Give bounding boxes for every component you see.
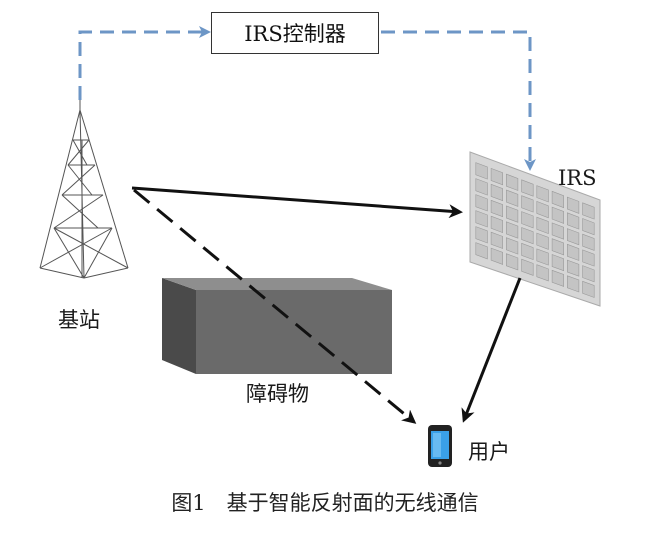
irs-element — [505, 253, 519, 271]
irs-element — [551, 206, 565, 224]
control-link-controller-to-irs — [381, 30, 536, 171]
irs-element — [566, 212, 580, 230]
irs-element — [536, 216, 549, 235]
irs-element — [566, 196, 580, 214]
irs-element — [536, 185, 549, 203]
irs-element — [551, 269, 565, 287]
irs-controller-box: IRS控制器 — [211, 12, 379, 54]
irs-element — [505, 173, 519, 191]
irs-element — [475, 210, 488, 228]
irs-element — [582, 218, 595, 236]
irs-controller-label: IRS控制器 — [244, 22, 346, 46]
irs-label: IRS — [558, 166, 597, 190]
obstacle-block — [162, 278, 392, 374]
irs-element — [521, 195, 534, 213]
phone-icon — [428, 425, 452, 467]
irs-element — [582, 265, 595, 283]
reflected-link-irs-to-user — [461, 277, 522, 423]
irs-element — [505, 221, 519, 239]
irs-element — [490, 199, 504, 218]
irs-element — [475, 242, 488, 260]
irs-element — [582, 249, 595, 267]
user-label: 用户 — [468, 440, 510, 464]
irs-element — [490, 231, 504, 249]
irs-element — [536, 232, 549, 250]
irs-element — [521, 258, 534, 276]
irs-element — [521, 242, 534, 261]
irs-element — [582, 280, 595, 298]
irs-element — [566, 243, 580, 261]
base-station-tower-icon — [39, 100, 129, 279]
irs-element — [521, 211, 534, 229]
direct-link-bs-to-irs — [131, 186, 463, 219]
irs-element — [536, 264, 549, 282]
irs-element — [505, 237, 519, 255]
irs-element — [551, 190, 565, 209]
irs-element — [490, 215, 504, 234]
irs-element — [551, 222, 565, 240]
irs-element — [475, 178, 488, 196]
irs-element — [566, 228, 580, 246]
blocked-link-bs-to-user — [133, 188, 417, 424]
irs-element — [566, 275, 580, 293]
irs-element — [521, 227, 534, 245]
irs-element — [475, 194, 488, 212]
irs-panel — [469, 151, 601, 307]
irs-element — [551, 238, 565, 256]
irs-element — [582, 233, 595, 251]
irs-element — [582, 202, 595, 220]
irs-element — [475, 162, 488, 180]
irs-element — [566, 259, 580, 277]
irs-element — [505, 205, 519, 223]
irs-element — [521, 179, 534, 197]
irs-element — [536, 200, 549, 219]
irs-element — [505, 189, 519, 207]
base-station-label: 基站 — [58, 308, 100, 332]
figure-caption: 图1 基于智能反射面的无线通信 — [171, 491, 479, 515]
control-link-bs-to-controller — [78, 26, 211, 100]
irs-element — [490, 183, 504, 202]
irs-element — [551, 254, 565, 272]
obstacle-label: 障碍物 — [246, 382, 309, 406]
irs-element — [490, 247, 504, 265]
irs-element-grid — [475, 162, 595, 298]
irs-element — [490, 167, 504, 186]
irs-element — [475, 226, 488, 244]
irs-element — [536, 248, 549, 266]
